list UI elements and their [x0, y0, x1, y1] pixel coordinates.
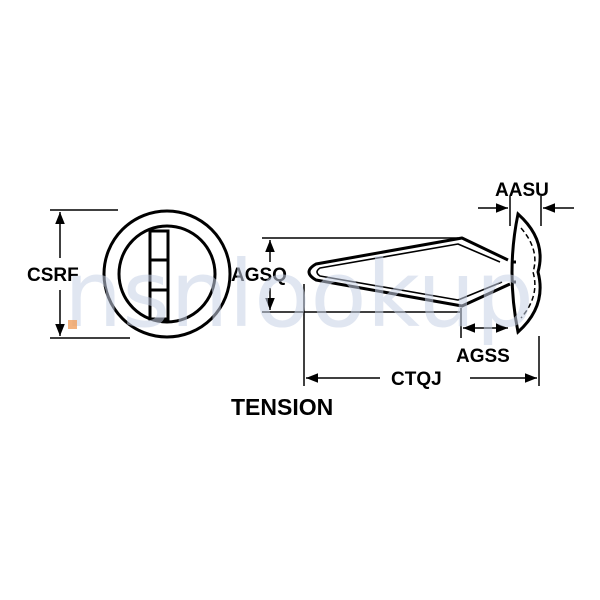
watermark: nsnlookup	[64, 241, 534, 348]
tension-title: TENSION	[231, 394, 333, 420]
clip-head	[510, 211, 542, 335]
watermark-dot	[68, 320, 77, 329]
agss-dimension	[460, 308, 508, 338]
csrf-dimension	[50, 209, 130, 339]
csrf-label: CSRF	[27, 265, 79, 286]
aasu-dimension	[478, 196, 574, 226]
spring-wire-outer	[307, 236, 511, 308]
watermark-text: nsnlookup	[64, 241, 534, 348]
spring-wire-inner	[316, 243, 503, 301]
agsq-label: AGSQ	[231, 265, 287, 286]
aasu-label: AASU	[495, 180, 549, 201]
agss-label: AGSS	[456, 346, 510, 367]
ctqj-dimension	[303, 284, 540, 386]
side-view	[307, 211, 542, 335]
agsq-dimension	[262, 237, 460, 313]
center-slot	[148, 229, 170, 321]
end-view	[102, 209, 232, 339]
clip-head-inner	[520, 227, 536, 319]
outer-ring	[102, 209, 232, 339]
inner-ring	[117, 224, 217, 324]
ctqj-label: CTQJ	[391, 369, 442, 390]
